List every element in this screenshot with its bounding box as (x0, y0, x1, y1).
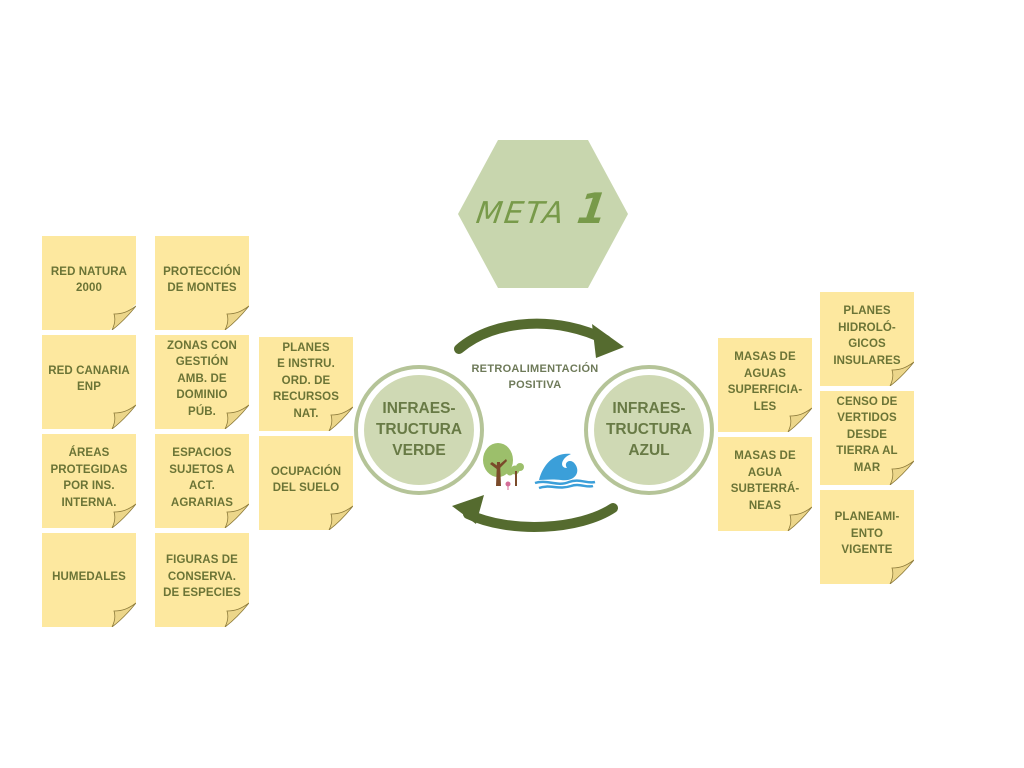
green-infrastructure-label: INFRAES- TRUCTURA VERDE (375, 400, 463, 459)
page-curl-icon (328, 505, 353, 530)
page-curl-icon (110, 304, 136, 330)
arrow-top-right (454, 318, 624, 358)
note-figuras-conserva: FIGURAS DE CONSERVA. DE ESPECIES (155, 533, 249, 627)
meta-hexagon: META 1 (458, 140, 628, 288)
page-curl-icon (889, 559, 914, 584)
note-label: RED CANARIA ENP (48, 364, 130, 394)
note-label: MASAS DE AGUA SUBTERRÁ- NEAS (730, 450, 800, 512)
feedback-line-1: RETROALIMENTACIÓN (471, 363, 599, 375)
feedback-label: RETROALIMENTACIÓN POSITIVA (462, 361, 608, 393)
note-label: PLANEAMI- ENTO VIGENTE (834, 511, 900, 557)
page-curl-icon (224, 305, 249, 330)
note-label: ESPACIOS SUJETOS A ACT. AGRARIAS (169, 447, 235, 509)
note-label: HUMEDALES (52, 570, 126, 583)
note-planeamiento-vigente: PLANEAMI- ENTO VIGENTE (820, 490, 914, 584)
circle-shape (584, 365, 714, 495)
wave-icon (534, 453, 596, 490)
page-curl-icon (111, 404, 136, 429)
note-masas-superficiales: MASAS DE AGUAS SUPERFICIA- LES (718, 338, 812, 432)
hexagon-shape (458, 140, 628, 288)
note-zonas-gestion: ZONAS CON GESTIÓN AMB. DE DOMINIO PÚB. (155, 335, 249, 429)
note-label: FIGURAS DE CONSERVA. DE ESPECIES (163, 554, 241, 600)
note-label: CENSO DE VERTIDOS DESDE TIERRA AL MAR (836, 395, 898, 474)
note-label: PLANES HIDROLÓ- GICOS INSULARES (833, 305, 901, 367)
note-label: ZONAS CON GESTIÓN AMB. DE DOMINIO PÚB. (167, 339, 237, 418)
note-label: ÁREAS PROTEGIDAS POR INS. INTERNA. (50, 447, 128, 509)
note-planes-hidrologicos: PLANES HIDROLÓ- GICOS INSULARES (820, 292, 914, 386)
blue-infrastructure-label: INFRAES- TRUCTURA AZUL (605, 400, 693, 459)
arrow-bottom-left (452, 495, 618, 532)
note-label: PLANES E INSTRU. ORD. DE RECURSOS NAT. (273, 341, 339, 420)
note-censo-vertidos: CENSO DE VERTIDOS DESDE TIERRA AL MAR (820, 391, 914, 485)
note-humedales: HUMEDALES (42, 533, 136, 627)
trees-icon (483, 443, 524, 490)
blue-infrastructure-circle: INFRAES- TRUCTURA AZUL (583, 364, 715, 496)
note-label: RED NATURA 2000 (50, 265, 128, 295)
feedback-line-2: POSITIVA (508, 379, 562, 391)
note-label: OCUPACIÓN DEL SUELO (270, 465, 342, 495)
note-areas-protegidas: ÁREAS PROTEGIDAS POR INS. INTERNA. (42, 434, 136, 528)
note-red-canaria-enp: RED CANARIA ENP (42, 335, 136, 429)
circle-shape (354, 365, 484, 495)
note-red-natura-2000: RED NATURA 2000 (42, 236, 136, 330)
note-label: PROTECCIÓN DE MONTES (163, 265, 241, 295)
note-proteccion-montes: PROTECCIÓN DE MONTES (155, 236, 249, 330)
note-planes-recursos: PLANES E INSTRU. ORD. DE RECURSOS NAT. (259, 337, 353, 431)
note-ocupacion-suelo: OCUPACIÓN DEL SUELO (259, 436, 353, 530)
note-label: MASAS DE AGUAS SUPERFICIA- LES (727, 351, 803, 413)
page-curl-icon (224, 602, 249, 627)
page-curl-icon (111, 602, 136, 627)
green-infrastructure-circle: INFRAES- TRUCTURA VERDE (353, 364, 485, 496)
note-espacios-agrarias: ESPACIOS SUJETOS A ACT. AGRARIAS (155, 434, 249, 528)
note-masas-subterraneas: MASAS DE AGUA SUBTERRÁ- NEAS (718, 437, 812, 531)
